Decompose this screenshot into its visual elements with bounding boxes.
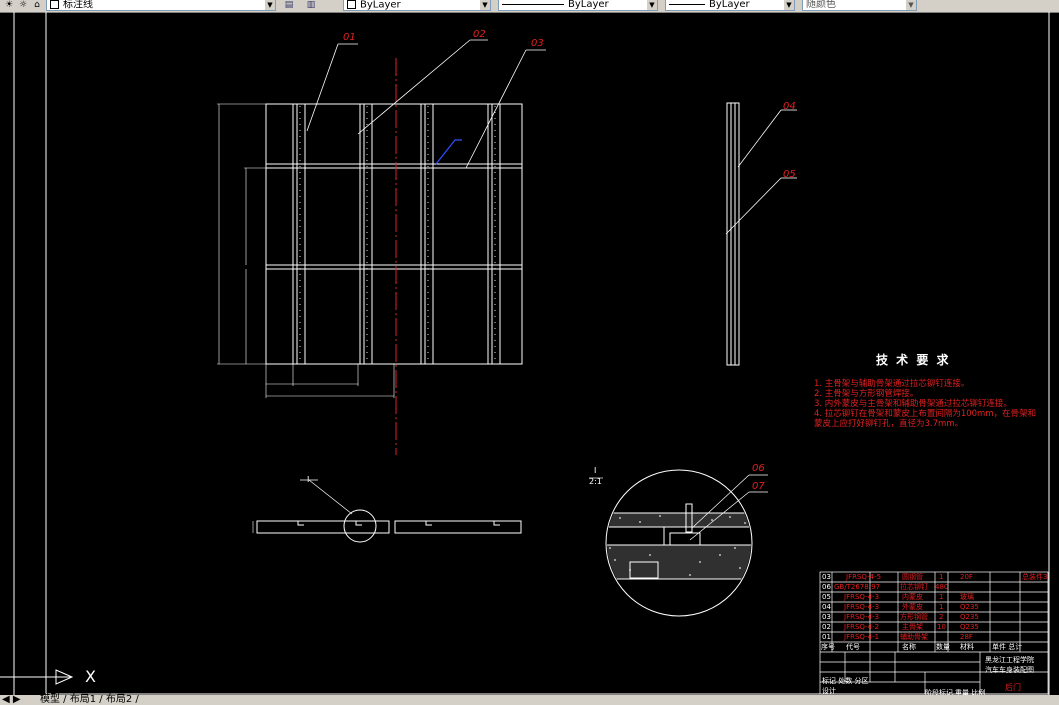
stage-label: 阶段标记 — [925, 689, 953, 697]
scale-label: 重量 比例 — [955, 689, 986, 697]
bom-row: 04 JFRSQ-4-3 外蒙皮 1 Q235 — [822, 603, 979, 611]
section-marker: I — [307, 475, 310, 484]
linetype-value: ByLayer — [568, 0, 609, 10]
layout-tabs-bar: ◀ ▶ 模型 / 布局1 / 布局2 / — [0, 695, 1059, 705]
bom-row: 02 JFRSQ-4-2 主骨架 10 Q235 — [822, 623, 979, 631]
chevron-down-icon[interactable]: ▼ — [784, 0, 794, 10]
layer-lock-icon[interactable]: ⌂ — [34, 0, 40, 10]
balloon-05: 05 — [783, 169, 796, 180]
balloon-03: 03 — [531, 38, 544, 49]
ucs-axis-icon — [0, 669, 74, 685]
ucs-x-label: X — [85, 667, 96, 686]
balloon-01: 01 — [343, 32, 356, 43]
layer-color-swatch — [50, 0, 59, 9]
detail-label-top: I — [594, 466, 597, 475]
lineweight-sample — [669, 3, 705, 5]
bom-row: 03 JFRSQ-4-5 圆钢管 1 20F 总装件3 — [822, 573, 1048, 581]
chevron-down-icon[interactable]: ▼ — [265, 0, 275, 10]
blue-leader — [435, 139, 462, 165]
tech-notes: 1. 主骨架与辅助骨架通过拉芯铆钉连接。 2. 主骨架与方形钢管焊接。 3. 内… — [814, 379, 1046, 429]
tab-nav-arrows[interactable]: ◀ ▶ — [2, 694, 21, 705]
detail-view — [589, 469, 768, 617]
title-block — [819, 571, 1049, 695]
linetype-sample — [502, 3, 564, 5]
company-name: 黑龙江工程学院 — [985, 656, 1034, 664]
drawing-svg[interactable] — [0, 12, 1059, 695]
leader-lines — [306, 39, 797, 235]
bom-row: 01 JFRSQ-4-1 辅助骨架 28F — [822, 633, 973, 641]
plotstyle-dropdown[interactable]: 随颜色 ▼ — [802, 0, 917, 11]
layer-state-icon[interactable]: ☀ — [4, 0, 14, 10]
tech-note-3: 3. 内外蒙皮与主骨架和辅助骨架通过拉芯铆钉连接。 — [814, 399, 1012, 409]
bom-row: 05 JFRSQ-4-3 内蒙皮 1 玻璃 — [822, 593, 974, 601]
tech-note-1: 1. 主骨架与辅助骨架通过拉芯铆钉连接。 — [814, 379, 970, 389]
detail-label-scale: 2:1 — [589, 477, 602, 486]
drawing-canvas[interactable]: 01 02 03 04 05 06 07 技 术 要 求 1. 主骨架与辅助骨架… — [0, 12, 1059, 697]
drawing-name: 后门 — [1005, 683, 1021, 692]
layer-name: 标注线 — [63, 0, 93, 11]
layer-previous-icon[interactable]: ▥ — [306, 0, 316, 10]
color-value: ByLayer — [360, 0, 401, 11]
plotstyle-value: 随颜色 — [806, 0, 836, 10]
make-current-icon[interactable]: ▤ — [284, 0, 294, 10]
bom-header-row: 序号 代号 名称 数量 材料 单件 总计 — [821, 643, 1023, 651]
tech-requirements-title: 技 术 要 求 — [876, 353, 951, 367]
part-title: 汽车车身装配图 — [985, 666, 1034, 674]
lineweight-dropdown[interactable]: ByLayer ▼ — [665, 0, 795, 11]
tech-note-4: 4. 拉芯铆钉在骨架和蒙皮上布置间隔为100mm，在骨架和 — [814, 409, 1037, 419]
tech-note-2: 2. 主骨架与方形钢管焊接。 — [814, 389, 919, 399]
chevron-down-icon[interactable]: ▼ — [906, 0, 916, 10]
chevron-down-icon[interactable]: ▼ — [480, 0, 490, 10]
section-view — [252, 479, 522, 543]
designer-label: 设计 — [822, 687, 836, 695]
color-swatch — [347, 0, 356, 9]
side-view — [726, 102, 740, 366]
front-view — [217, 103, 523, 398]
chevron-down-icon[interactable]: ▼ — [647, 0, 657, 10]
bom-row: 03 JFRSQ-4-3 方形钢管 2 Q235 — [822, 613, 979, 621]
layer-freeze-icon[interactable]: ☼ — [18, 0, 28, 10]
balloon-07: 07 — [752, 481, 765, 492]
color-dropdown[interactable]: ByLayer ▼ — [343, 0, 491, 11]
balloon-04: 04 — [783, 101, 796, 112]
lineweight-value: ByLayer — [709, 0, 750, 10]
layout-tabs[interactable]: 模型 / 布局1 / 布局2 / — [40, 694, 139, 705]
balloon-02: 02 — [473, 29, 486, 40]
linetype-dropdown[interactable]: ByLayer ▼ — [498, 0, 658, 11]
bom-row: 06 GB/T2678-97 拉芯铆钉 480 — [822, 583, 949, 591]
tech-note-5: 蒙皮上应打好铆钉孔，直径为3.7mm。 — [814, 419, 964, 429]
revision-label: 标记 处数 分区 — [822, 677, 869, 685]
layer-dropdown[interactable]: 标注线 ▼ — [46, 0, 276, 11]
properties-toolbar: ☀ ☼ ⌂ 标注线 ▼ ▤ ▥ ByLayer ▼ ByLayer ▼ ByLa… — [0, 0, 1059, 13]
balloon-06: 06 — [752, 463, 765, 474]
bom-table: 03 JFRSQ-4-5 圆钢管 1 20F 总装件3 06 GB/T2678-… — [820, 572, 1048, 652]
